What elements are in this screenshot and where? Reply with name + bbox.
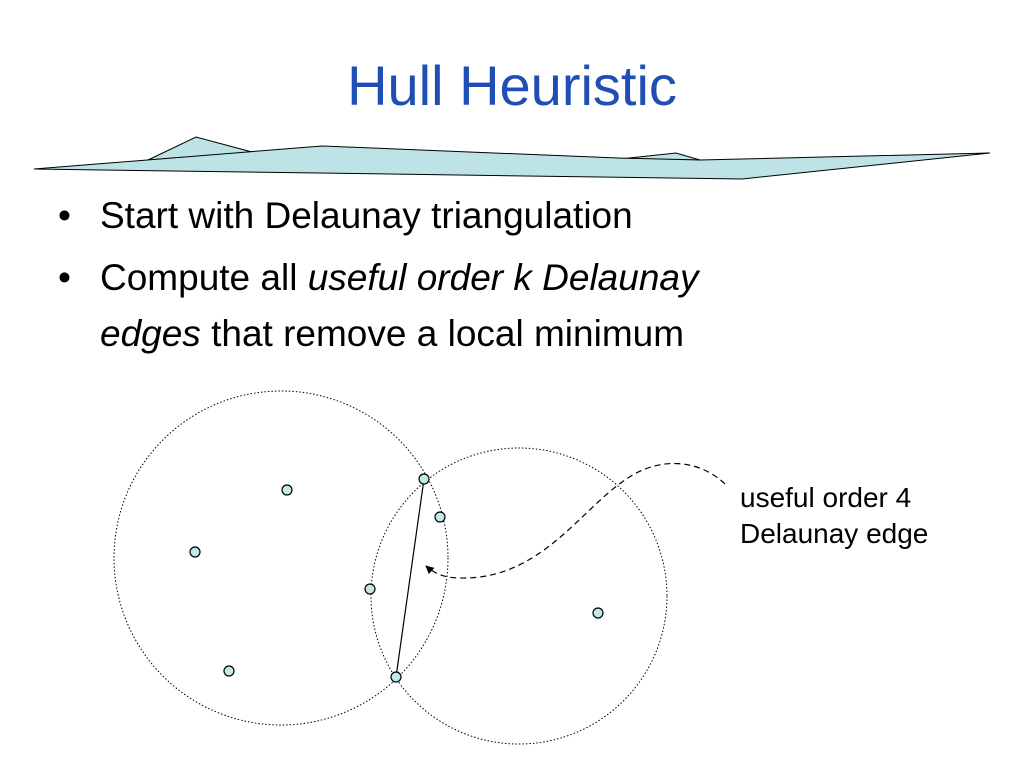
callout-line-2: Delaunay edge <box>740 518 929 549</box>
bullet-text-1: Start with Delaunay triangulation <box>100 195 633 236</box>
edge-endpoint-top <box>418 473 430 485</box>
useful-order-4-delaunay-edge <box>395 478 425 678</box>
delaunay-points <box>189 473 604 683</box>
edge-callout-label: useful order 4 Delaunay edge <box>740 480 928 552</box>
slide-title: Hull Heuristic <box>347 54 677 117</box>
bullet-marker: • <box>58 257 71 298</box>
bullet-text-2-prefix: Compute all <box>100 257 308 298</box>
terrain-surface <box>33 145 991 180</box>
empty-circle-left <box>113 390 449 726</box>
point <box>189 546 201 558</box>
bullet-item-2: • Compute all useful order k Delaunay ed… <box>56 250 956 362</box>
bullet-text-2-suffix: that remove a local minimum <box>200 313 685 354</box>
bullet-list: • Start with Delaunay triangulation • Co… <box>56 188 956 368</box>
empty-circle-right <box>370 447 668 745</box>
bullet-marker: • <box>58 195 71 236</box>
point <box>434 511 446 523</box>
bullet-item-1: • Start with Delaunay triangulation <box>56 188 956 244</box>
terrain-profile-illustration <box>33 136 991 180</box>
bullet-text-2-italic-line1: useful order k Delaunay <box>307 257 699 298</box>
callout-dashed-arrow <box>425 462 726 579</box>
point <box>281 484 293 496</box>
point <box>223 665 235 677</box>
point <box>364 583 376 595</box>
callout-line-1: useful order 4 <box>740 482 912 513</box>
bullet-text-2-italic-line2: edges <box>100 313 201 354</box>
edge-endpoint-bottom <box>390 671 402 683</box>
point <box>592 607 604 619</box>
